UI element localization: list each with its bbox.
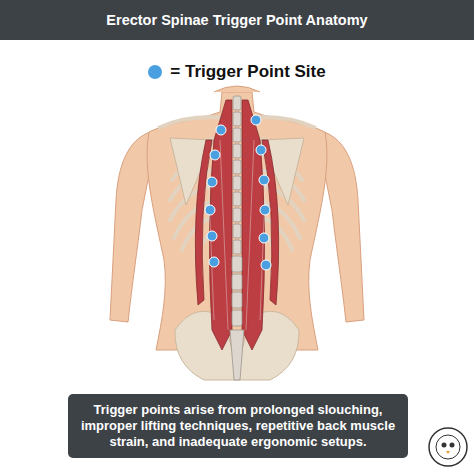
legend-text: = Trigger Point Site [170, 62, 325, 82]
legend-swatch [148, 65, 162, 79]
caption: Trigger points arise from prolonged slou… [78, 402, 398, 450]
caption-box: Trigger points arise from prolonged slou… [68, 394, 408, 458]
legend: = Trigger Point Site [0, 62, 474, 82]
title: Erector Spinae Trigger Point Anatomy [0, 0, 474, 40]
logo-seal [429, 428, 467, 466]
